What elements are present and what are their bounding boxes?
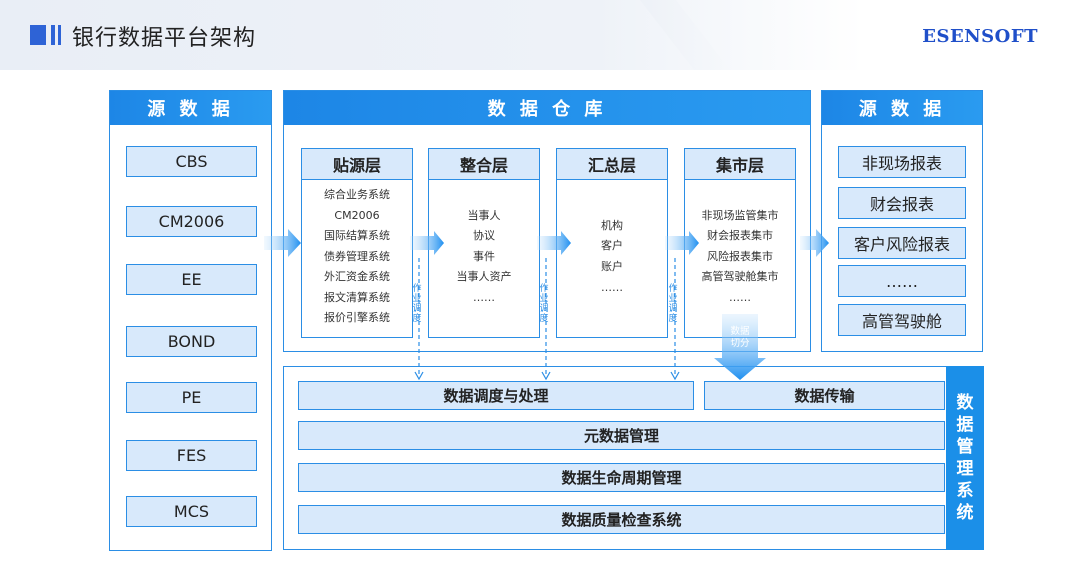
list-item: 风险报表集市 bbox=[707, 249, 773, 263]
report-item-more: …… bbox=[838, 265, 966, 297]
header-band bbox=[0, 0, 1080, 70]
layer-item-list: 机构 客户 账户 …… bbox=[557, 185, 667, 329]
management-panel: 数据调度与处理 数据传输 元数据管理 数据生命周期管理 数据质量检查系统 bbox=[283, 366, 948, 550]
title-marker-icon bbox=[30, 25, 46, 45]
layer-item-list: 非现场监管集市 财会报表集市 风险报表集市 高管驾驶舱集市 …… bbox=[685, 185, 795, 329]
label-char: 业 bbox=[668, 294, 678, 304]
list-item: …… bbox=[601, 280, 623, 294]
list-item: 客户 bbox=[601, 239, 623, 253]
label-char: 数 bbox=[956, 393, 974, 413]
list-item: 报价引擎系统 bbox=[324, 311, 390, 325]
warehouse-panel: 数 据 仓 库 贴源层 综合业务系统 CM2006 国际结算系统 债券管理系统 … bbox=[283, 90, 811, 352]
list-item: 事件 bbox=[473, 249, 495, 263]
list-item: 报文清算系统 bbox=[324, 290, 390, 304]
source-item-fes: FES bbox=[126, 440, 257, 471]
label-char: 调 bbox=[668, 304, 678, 314]
label-char: 调 bbox=[412, 304, 422, 314]
layer-source: 贴源层 综合业务系统 CM2006 国际结算系统 债券管理系统 外汇资金系统 报… bbox=[301, 148, 413, 338]
left-source-title: 源 数 据 bbox=[110, 91, 271, 125]
data-quality-check: 数据质量检查系统 bbox=[298, 505, 945, 534]
data-cut-label: 数据切分 bbox=[724, 326, 756, 350]
layer-item-list: 当事人 协议 事件 当事人资产 …… bbox=[429, 185, 539, 329]
list-item: 高管驾驶舱集市 bbox=[701, 270, 779, 284]
layer-title: 贴源层 bbox=[302, 149, 412, 180]
list-item: 机构 bbox=[601, 218, 623, 232]
label-char: 度 bbox=[412, 314, 422, 324]
label-char: 业 bbox=[412, 294, 422, 304]
title-marker-bar-icon bbox=[58, 25, 61, 45]
layer-title: 集市层 bbox=[685, 149, 795, 180]
metadata-management: 元数据管理 bbox=[298, 421, 945, 450]
label-char: 据 bbox=[956, 415, 974, 435]
schedule-label: 作业调度 bbox=[668, 284, 678, 324]
warehouse-title: 数 据 仓 库 bbox=[284, 91, 810, 125]
label-char: 作 bbox=[668, 284, 678, 294]
title-marker-bar-icon bbox=[51, 25, 55, 45]
list-item: 综合业务系统 bbox=[324, 187, 390, 201]
label-line: 切分 bbox=[730, 338, 750, 349]
page-title: 银行数据平台架构 bbox=[72, 26, 257, 51]
layer-title: 整合层 bbox=[429, 149, 539, 180]
list-item: 账户 bbox=[601, 260, 623, 273]
label-char: 业 bbox=[539, 294, 549, 304]
layer-item-list: 综合业务系统 CM2006 国际结算系统 债券管理系统 外汇资金系统 报文清算系… bbox=[302, 185, 412, 329]
label-char: 理 bbox=[956, 459, 974, 479]
list-item: …… bbox=[473, 290, 495, 304]
list-item: 财会报表集市 bbox=[707, 229, 773, 243]
report-item-finance: 财会报表 bbox=[838, 187, 966, 219]
list-item: 非现场监管集市 bbox=[701, 208, 779, 222]
list-item: 协议 bbox=[473, 229, 495, 243]
layer-summary: 汇总层 机构 客户 账户 …… bbox=[556, 148, 668, 338]
data-transmission: 数据传输 bbox=[704, 381, 945, 410]
label-line: 数据 bbox=[730, 326, 750, 337]
source-item-ee: EE bbox=[126, 264, 257, 295]
report-item-customer-risk: 客户风险报表 bbox=[838, 227, 966, 259]
label-char: 系 bbox=[956, 481, 974, 501]
layer-title: 汇总层 bbox=[557, 149, 667, 180]
label-char: 度 bbox=[539, 314, 549, 324]
label-char: 作 bbox=[539, 284, 549, 294]
left-source-panel: 源 数 据 CBS CM2006 EE BOND PE FES MCS bbox=[109, 90, 272, 551]
label-char: 管 bbox=[956, 437, 974, 457]
list-item: 当事人资产 bbox=[456, 270, 512, 284]
right-source-panel: 源 数 据 非现场报表 财会报表 客户风险报表 …… 高管驾驶舱 bbox=[821, 90, 983, 352]
list-item: 国际结算系统 bbox=[324, 229, 390, 243]
layer-integration: 整合层 当事人 协议 事件 当事人资产 …… bbox=[428, 148, 540, 338]
label-char: 统 bbox=[956, 503, 974, 523]
data-scheduling-processing: 数据调度与处理 bbox=[298, 381, 694, 410]
schedule-label: 作业调度 bbox=[412, 284, 422, 324]
label-char: 作 bbox=[412, 284, 422, 294]
source-item-mcs: MCS bbox=[126, 496, 257, 527]
management-system-label: 数据管理系统 bbox=[946, 366, 984, 550]
source-item-cbs: CBS bbox=[126, 146, 257, 177]
list-item: …… bbox=[729, 290, 751, 304]
label-char: 度 bbox=[668, 314, 678, 324]
report-item-cockpit: 高管驾驶舱 bbox=[838, 304, 966, 336]
list-item: CM2006 bbox=[334, 208, 380, 222]
list-item: 当事人 bbox=[467, 208, 501, 222]
list-item: 债券管理系统 bbox=[324, 249, 390, 263]
layer-mart: 集市层 非现场监管集市 财会报表集市 风险报表集市 高管驾驶舱集市 …… bbox=[684, 148, 796, 338]
report-item-offsite: 非现场报表 bbox=[838, 146, 966, 178]
list-item: 外汇资金系统 bbox=[324, 270, 390, 284]
schedule-label: 作业调度 bbox=[539, 284, 549, 324]
brand-logo: ESENSOFT bbox=[922, 26, 1038, 47]
label-char: 调 bbox=[539, 304, 549, 314]
source-item-bond: BOND bbox=[126, 326, 257, 357]
source-item-cm2006: CM2006 bbox=[126, 206, 257, 237]
right-source-title: 源 数 据 bbox=[822, 91, 982, 125]
data-lifecycle-management: 数据生命周期管理 bbox=[298, 463, 945, 492]
source-item-pe: PE bbox=[126, 382, 257, 413]
